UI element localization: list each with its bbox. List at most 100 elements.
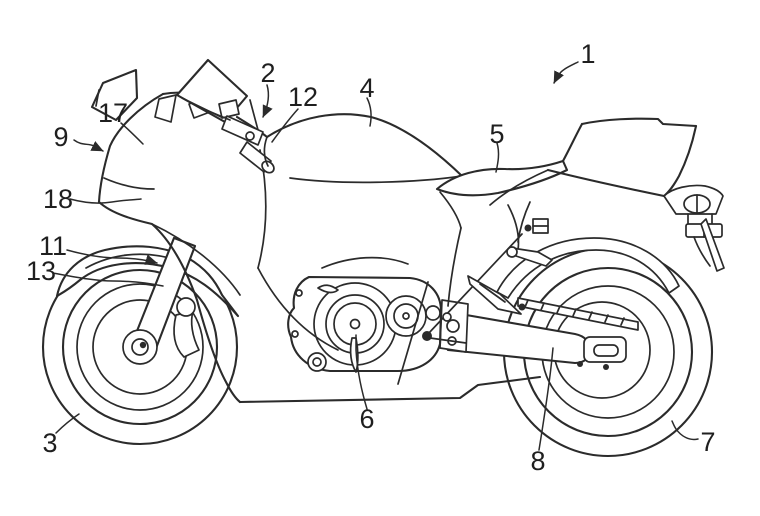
tail-bottom-edge (546, 168, 666, 198)
ref-label-13: 13 (26, 256, 56, 286)
leader-12 (271, 108, 299, 143)
tank-front-edge (263, 136, 269, 167)
axle-block (583, 336, 627, 363)
ref-label-3: 3 (42, 428, 57, 458)
brake-lever (205, 109, 231, 121)
leader-7 (671, 420, 699, 441)
ref-label-1: 1 (580, 39, 595, 69)
swingarm (439, 297, 639, 370)
ref-label-6: 6 (359, 404, 374, 434)
reservoir-bolt (524, 224, 532, 232)
undertail-panel-edge (489, 169, 549, 206)
subframe-y-bracket (507, 201, 531, 251)
leader-6 (355, 334, 368, 410)
front-hub-inner (131, 338, 149, 356)
subframe-details (506, 201, 553, 267)
chain-hatching (524, 299, 625, 326)
caliper-piston (176, 297, 196, 317)
engine-boss (307, 352, 327, 372)
ref-label-2: 2 (260, 58, 275, 88)
heel-guard-slot (479, 283, 506, 303)
caliper-body (173, 310, 200, 358)
cockpit (90, 58, 275, 174)
ref-label-9: 9 (53, 122, 68, 152)
mid-frame-details (397, 227, 523, 385)
alternator-center (349, 318, 361, 330)
leader-9 (73, 139, 104, 152)
engine (287, 256, 443, 373)
tank-bottom-seam (289, 175, 463, 184)
fairing-diagonal-line (151, 223, 241, 296)
linkage-circle (425, 305, 441, 321)
mirror (90, 68, 139, 122)
ref-label-7: 7 (700, 427, 715, 457)
front-rim (76, 283, 204, 411)
reference-numerals: 1 2 12 4 5 17 9 18 11 13 3 6 8 7 (26, 39, 716, 476)
lever-knob (447, 336, 457, 346)
cylinder-top-line (321, 256, 409, 269)
shift-rod (397, 281, 429, 385)
grip-end-cap (261, 160, 275, 174)
tank-top-edge (265, 113, 464, 178)
leader-17 (120, 122, 144, 145)
mirror-arm (154, 94, 177, 123)
front-brake-caliper (173, 297, 200, 358)
bar-clamp (245, 131, 255, 141)
leader-5 (495, 142, 500, 173)
tail-front-rise (561, 122, 584, 163)
rear-hugger (496, 237, 680, 299)
leader-3 (55, 413, 80, 434)
leader-13 (52, 272, 164, 287)
case-bolt (295, 289, 303, 297)
fairing-trailing-edge (447, 227, 462, 307)
headlight-line (103, 177, 155, 190)
leader-18 (69, 198, 142, 204)
peg-knob (506, 246, 518, 258)
leader-8 (538, 347, 554, 451)
fairing-lower-edge (97, 200, 242, 404)
tank-seat-tail (263, 113, 698, 229)
tail-top-edge (580, 117, 698, 128)
clip-on-bar (221, 115, 264, 146)
front-axle-dot (139, 341, 147, 349)
front-fork (122, 236, 197, 365)
pivot-dot (518, 303, 526, 311)
seat-front-panel-edge (439, 191, 462, 229)
tail-light-cluster (663, 184, 725, 272)
front-tire-inner (61, 268, 219, 426)
ref-label-4: 4 (359, 73, 374, 103)
fairing-lower-sweep (257, 267, 339, 351)
pivot-bolt (446, 319, 460, 333)
steering-stem (249, 99, 259, 131)
linkage-circle-small (442, 312, 452, 322)
leader-lines (52, 61, 699, 451)
axle-bolt-dot (577, 361, 583, 367)
flap-stay (693, 236, 711, 267)
ref-label-18: 18 (43, 184, 73, 214)
axle-bolt-dot (603, 364, 609, 370)
leader-2 (262, 84, 273, 118)
seat (435, 159, 569, 197)
mud-flap (700, 218, 725, 272)
clutch-center (402, 312, 410, 320)
ref-label-5: 5 (489, 119, 504, 149)
ref-label-11: 11 (39, 231, 67, 261)
leader-1 (553, 61, 579, 84)
front-hub-outer (122, 329, 158, 365)
belly-pan-line (238, 375, 542, 404)
fairing-leading-edge (97, 92, 165, 204)
case-bolt (291, 330, 299, 338)
footpeg-dot (422, 331, 432, 341)
clutch-cover-outer (385, 295, 427, 337)
bracket-neck (687, 213, 713, 225)
mirror-crease (95, 89, 100, 107)
ref-label-8: 8 (530, 446, 545, 476)
axle-slot (593, 344, 619, 357)
leader-11 (66, 249, 158, 265)
cover-blade (317, 284, 339, 294)
ref-label-12: 12 (288, 82, 318, 112)
engine-boss-inner (312, 357, 322, 367)
dash-bracket (218, 99, 240, 119)
